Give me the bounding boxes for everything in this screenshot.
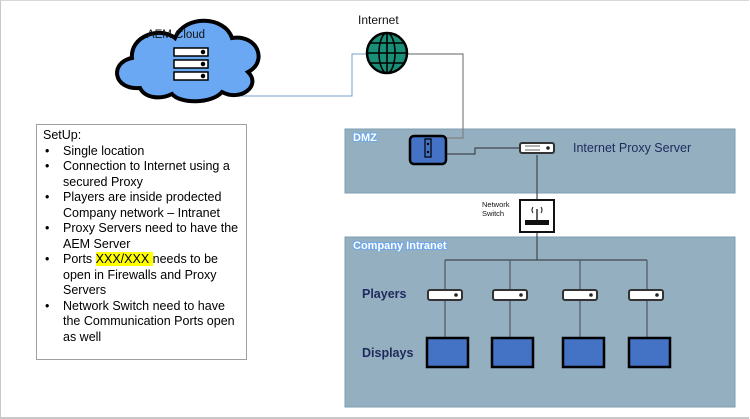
player-devices <box>427 289 664 301</box>
setup-item: Proxy Servers need to have the AEM Serve… <box>43 221 240 252</box>
intranet-zone <box>344 236 736 408</box>
setup-item: Single location <box>43 144 240 160</box>
displays-label: Displays <box>362 346 414 360</box>
cloud-label: AEM Cloud <box>146 29 206 41</box>
setup-item: Players are inside prodected Company net… <box>43 190 240 221</box>
player-device-1 <box>427 289 463 301</box>
player-device-4 <box>628 289 664 301</box>
internet-label: Internet <box>358 13 399 27</box>
setup-item: Network Switch need to have the Communic… <box>43 299 240 346</box>
display-2 <box>490 336 535 369</box>
dmz-title: DMZ <box>353 132 377 144</box>
firewall-icon <box>408 134 448 166</box>
player-device-2 <box>492 289 528 301</box>
setup-notes-box: SetUp: Single location Connection to Int… <box>36 124 247 360</box>
setup-item-ports: Ports XXX/XXX needs to be open in Firewa… <box>43 252 240 299</box>
display-screens <box>425 336 672 369</box>
globe-icon <box>365 31 409 75</box>
setup-list: Single location Connection to Internet u… <box>43 144 240 346</box>
firewall-proxy-link <box>445 147 520 155</box>
internet-firewall-link <box>405 53 464 139</box>
network-switch-label: Network Switch <box>482 200 510 218</box>
player-device-3 <box>562 289 598 301</box>
proxy-server-label: Internet Proxy Server <box>573 141 692 155</box>
proxy-server-icon <box>519 142 555 154</box>
cloud-internet-link <box>230 53 370 97</box>
display-4 <box>627 336 672 369</box>
setup-title: SetUp: <box>43 128 82 142</box>
players-label: Players <box>362 287 407 301</box>
network-switch-icon <box>519 199 555 233</box>
dmz-zone <box>344 128 736 194</box>
intranet-title: Company Intranet <box>353 240 447 252</box>
display-1 <box>425 336 470 369</box>
cloud-server-icon <box>173 47 209 81</box>
setup-item: Connection to Internet using a secured P… <box>43 159 240 190</box>
ports-highlight: XXX/XXX <box>95 252 153 266</box>
display-3 <box>561 336 606 369</box>
